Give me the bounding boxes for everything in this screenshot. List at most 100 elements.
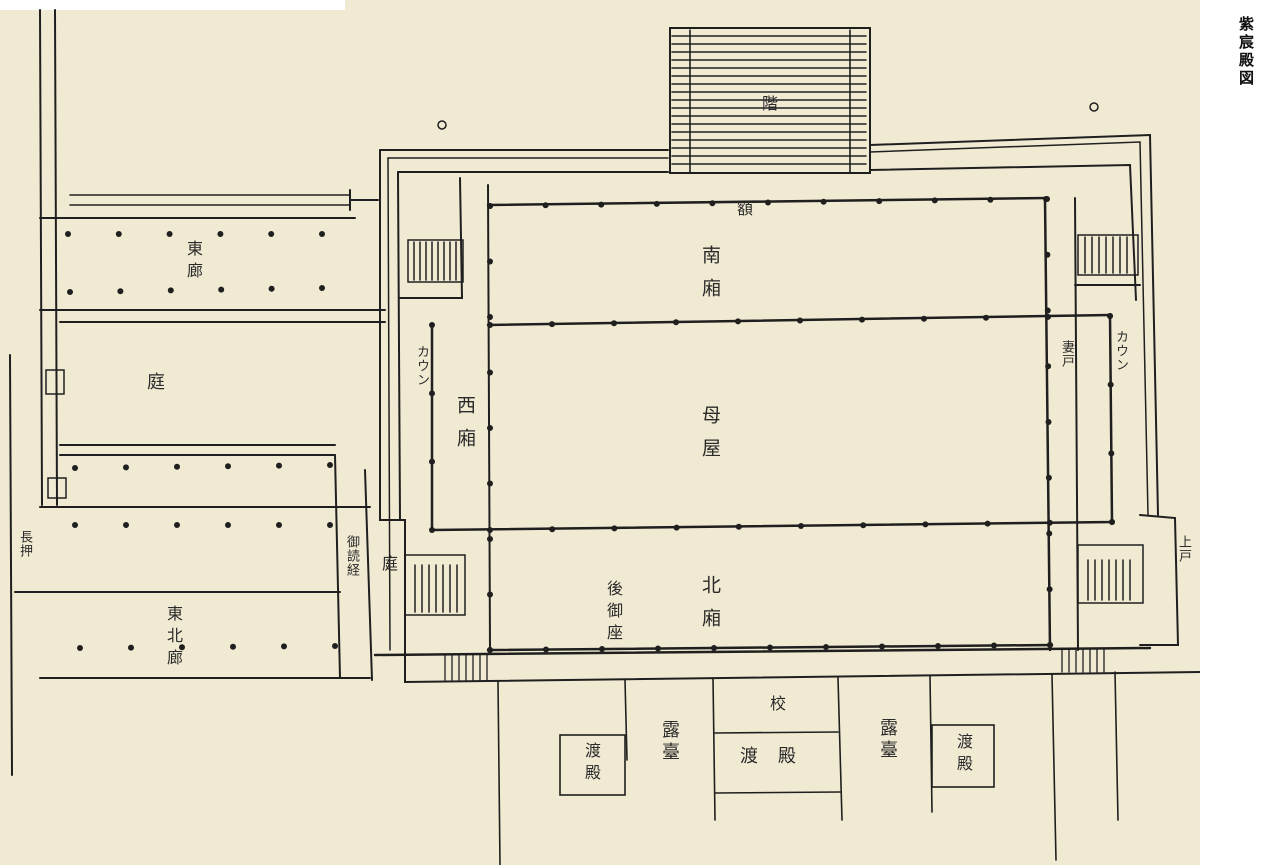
pillar-dot (549, 526, 556, 533)
pillar-dot (487, 322, 493, 328)
pillar-dot (487, 480, 493, 487)
pillar-dot (67, 289, 73, 295)
pillar-dot (166, 231, 173, 237)
small-stair-bottom-right (1061, 647, 1105, 673)
side-stair-east-south (1077, 234, 1139, 276)
pillar-dot (935, 643, 941, 649)
pillar-dot (797, 317, 803, 324)
pillar-dot (543, 646, 549, 653)
label-watadono-left: 渡殿 (582, 742, 601, 786)
pillar-dot (487, 527, 493, 533)
floor-plan (9, 9, 1200, 865)
hall-outer-wall (379, 149, 1200, 684)
pillar-dot (487, 647, 493, 653)
pillar-dot (987, 196, 994, 203)
pillar-dot (1107, 381, 1114, 388)
hall-moya-box (430, 313, 1114, 532)
side-stair-east-north (1077, 544, 1144, 604)
pillar-dot (487, 203, 493, 209)
pillar-dot (611, 525, 618, 532)
hall-inner-line (399, 177, 464, 299)
hall-east-wing (1139, 514, 1180, 646)
pillar-dot (77, 645, 83, 651)
pillar-dot (1108, 450, 1115, 457)
pillar-dot (991, 642, 997, 649)
pillar-dots (65, 196, 1115, 653)
pillar-dot (711, 645, 717, 651)
pillar-dot (128, 644, 134, 651)
pillar-dot (327, 462, 333, 468)
pillar-dot (611, 320, 617, 327)
pillar-dot (174, 522, 180, 528)
pillar-dot (429, 527, 435, 533)
pillar-dot (218, 286, 225, 293)
pillar-dot (598, 201, 605, 208)
pillar-dot (876, 198, 883, 205)
pillar-dot (820, 198, 827, 205)
label-watadono-right: 渡殿 (954, 733, 973, 777)
pillar-dot (765, 199, 771, 206)
pillar-dot (1046, 586, 1053, 593)
label-kaunshi-west: カウン (414, 345, 429, 387)
label-higashi-ro: 東廊 (184, 240, 203, 284)
pillar-dot (922, 521, 929, 528)
pillar-dot (735, 318, 741, 325)
pillar-dot (487, 314, 493, 320)
marker-circle (1089, 102, 1099, 112)
label-kita-ro: 東北廊 (164, 605, 183, 671)
label-gosaku: 後御座 (604, 580, 623, 646)
label-rodai-east: 露臺 (877, 718, 898, 762)
pillar-dot (767, 644, 773, 651)
pillar-dot (984, 520, 991, 527)
label-misc-1: 長押 (17, 530, 32, 558)
pillar-dot (225, 463, 231, 470)
label-kou: 校 (767, 695, 786, 717)
hall-east-wall-2 (869, 163, 1137, 301)
pillar-dot (281, 643, 287, 650)
pillar-dot (709, 200, 716, 207)
pillar-dot (655, 645, 661, 652)
hall-west-wall (397, 171, 401, 521)
pillar-dot (859, 316, 865, 323)
pillar-dot (276, 462, 282, 469)
pillar-dot (117, 288, 124, 295)
corridor-line (334, 454, 341, 679)
label-niwa-courtyard: 庭 (144, 372, 165, 394)
pillar-dot (179, 644, 185, 651)
pillar-dot (225, 522, 231, 528)
label-rodai-west: 露臺 (659, 720, 680, 764)
side-stair-west-north (404, 554, 466, 616)
hall-west-hisashi-line (487, 184, 491, 651)
pillar-dot (823, 644, 829, 650)
pillar-dot (123, 464, 129, 471)
north-partitions (497, 671, 1119, 865)
pillar-dot (429, 458, 435, 465)
pillar-dot (276, 522, 282, 528)
pillar-dot (879, 643, 885, 650)
paper-notch (0, 0, 345, 10)
pillar-dot (921, 315, 927, 322)
pillar-dot (123, 522, 129, 528)
post-box (45, 369, 65, 395)
label-south-hisashi: 南廂 (699, 245, 721, 311)
pillar-dot (115, 231, 122, 237)
pillar-dot (167, 287, 174, 294)
side-stair-west-south (407, 239, 464, 283)
pillar-dot (65, 231, 71, 237)
pillar-dot (332, 643, 338, 649)
pillar-dot (1045, 363, 1052, 370)
small-stair-bottom-left (444, 654, 488, 681)
pillar-dot (429, 390, 435, 397)
pillar-dot (319, 285, 325, 291)
pillar-dot (1044, 196, 1050, 202)
label-tsuma: 妻戸 (1059, 340, 1074, 368)
pillar-dot (1045, 419, 1052, 425)
label-kaunshi-east: カウン (1113, 330, 1128, 372)
pillar-dot (542, 202, 549, 209)
hall-east-wall (869, 133, 1159, 516)
hall-outer-wall-inner (387, 157, 391, 651)
pillar-dot (1044, 307, 1051, 314)
hall-east-wall-inner (869, 141, 1149, 516)
pillar-dot (599, 646, 605, 652)
pillar-dot (487, 536, 493, 542)
